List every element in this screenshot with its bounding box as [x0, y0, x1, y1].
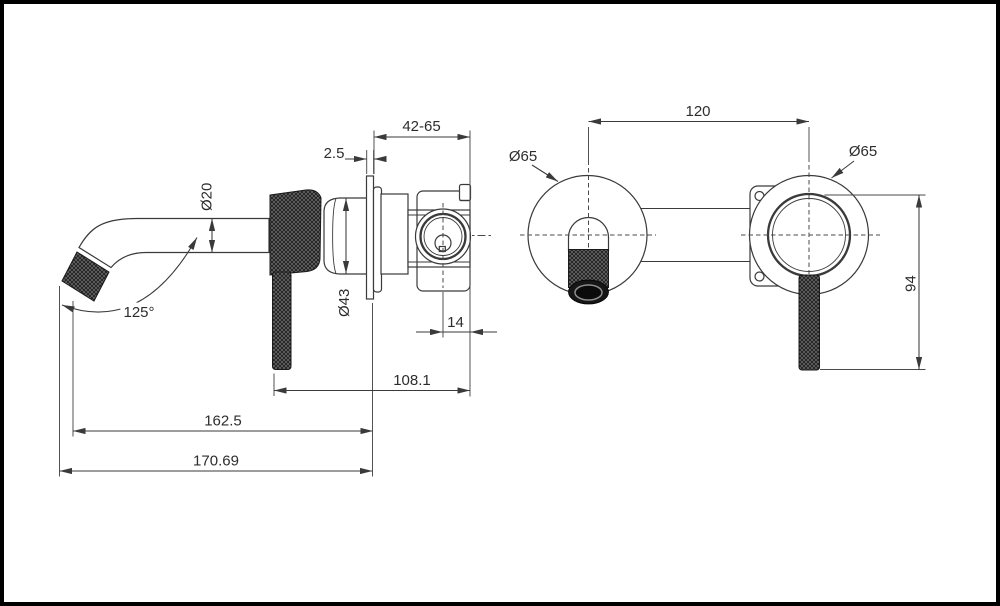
- dim-spout-flange: Ø65: [509, 148, 559, 182]
- escutcheon-edge: [372, 186, 383, 293]
- dim-spout-angle-label: 125°: [123, 304, 154, 321]
- dim-plate-thickness: 2.5: [324, 145, 387, 163]
- dim-cartridge-offset-label: 14: [447, 314, 464, 331]
- screw-hole-bottom: [754, 271, 765, 282]
- mixer-body-curve: [332, 198, 337, 274]
- knurled-knob: [269, 189, 322, 276]
- front-aerator-outlet: [574, 284, 603, 301]
- dim-handle-drop-label: 94: [903, 275, 920, 292]
- drawing-canvas: 42-65 2.5 Ø20 Ø43 125° 14: [59, 103, 926, 477]
- dim-hole-spacing: 120: [588, 103, 810, 165]
- dim-wall-depth-label: 42-65: [402, 118, 440, 135]
- front-view: 120 Ø65 Ø65 94: [509, 103, 926, 371]
- dim-body-diameter: Ø43: [336, 198, 353, 317]
- lever-handle: [272, 271, 292, 370]
- dim-hole-spacing-label: 120: [685, 103, 710, 120]
- dim-plate-thickness-label: 2.5: [324, 145, 345, 162]
- side-view: 42-65 2.5 Ø20 Ø43 125° 14: [59, 118, 497, 477]
- dim-handle-flange-label: Ø65: [849, 143, 877, 160]
- wall-plate: [365, 175, 375, 300]
- dim-wall-depth: 42-65: [374, 118, 470, 141]
- front-lever-handle: [798, 274, 820, 371]
- spout-tube: [78, 217, 270, 269]
- dim-handle-flange: Ø65: [831, 143, 877, 179]
- dim-body-diameter-label: Ø43: [336, 289, 353, 317]
- dim-overall-reach: 170.69: [59, 453, 373, 475]
- dim-overall-reach-label: 170.69: [193, 453, 239, 470]
- inwall-body: [380, 193, 409, 275]
- dim-spout-flange-label: Ø65: [509, 148, 537, 165]
- dim-tip-to-wall-label: 162.5: [204, 413, 242, 430]
- dim-tip-to-wall: 162.5: [73, 413, 373, 435]
- dim-handle-drop: 94: [820, 194, 926, 370]
- bracket-clip-tab: [458, 183, 472, 202]
- dim-handle-to-wall-label: 108.1: [393, 372, 431, 389]
- dim-spout-diameter-label: Ø20: [199, 183, 216, 211]
- dim-handle-to-wall: 108.1: [274, 372, 470, 394]
- dim-cartridge-offset: 14: [416, 314, 497, 336]
- front-spout-outline: [567, 216, 610, 251]
- dim-spout-diameter: Ø20: [199, 183, 216, 253]
